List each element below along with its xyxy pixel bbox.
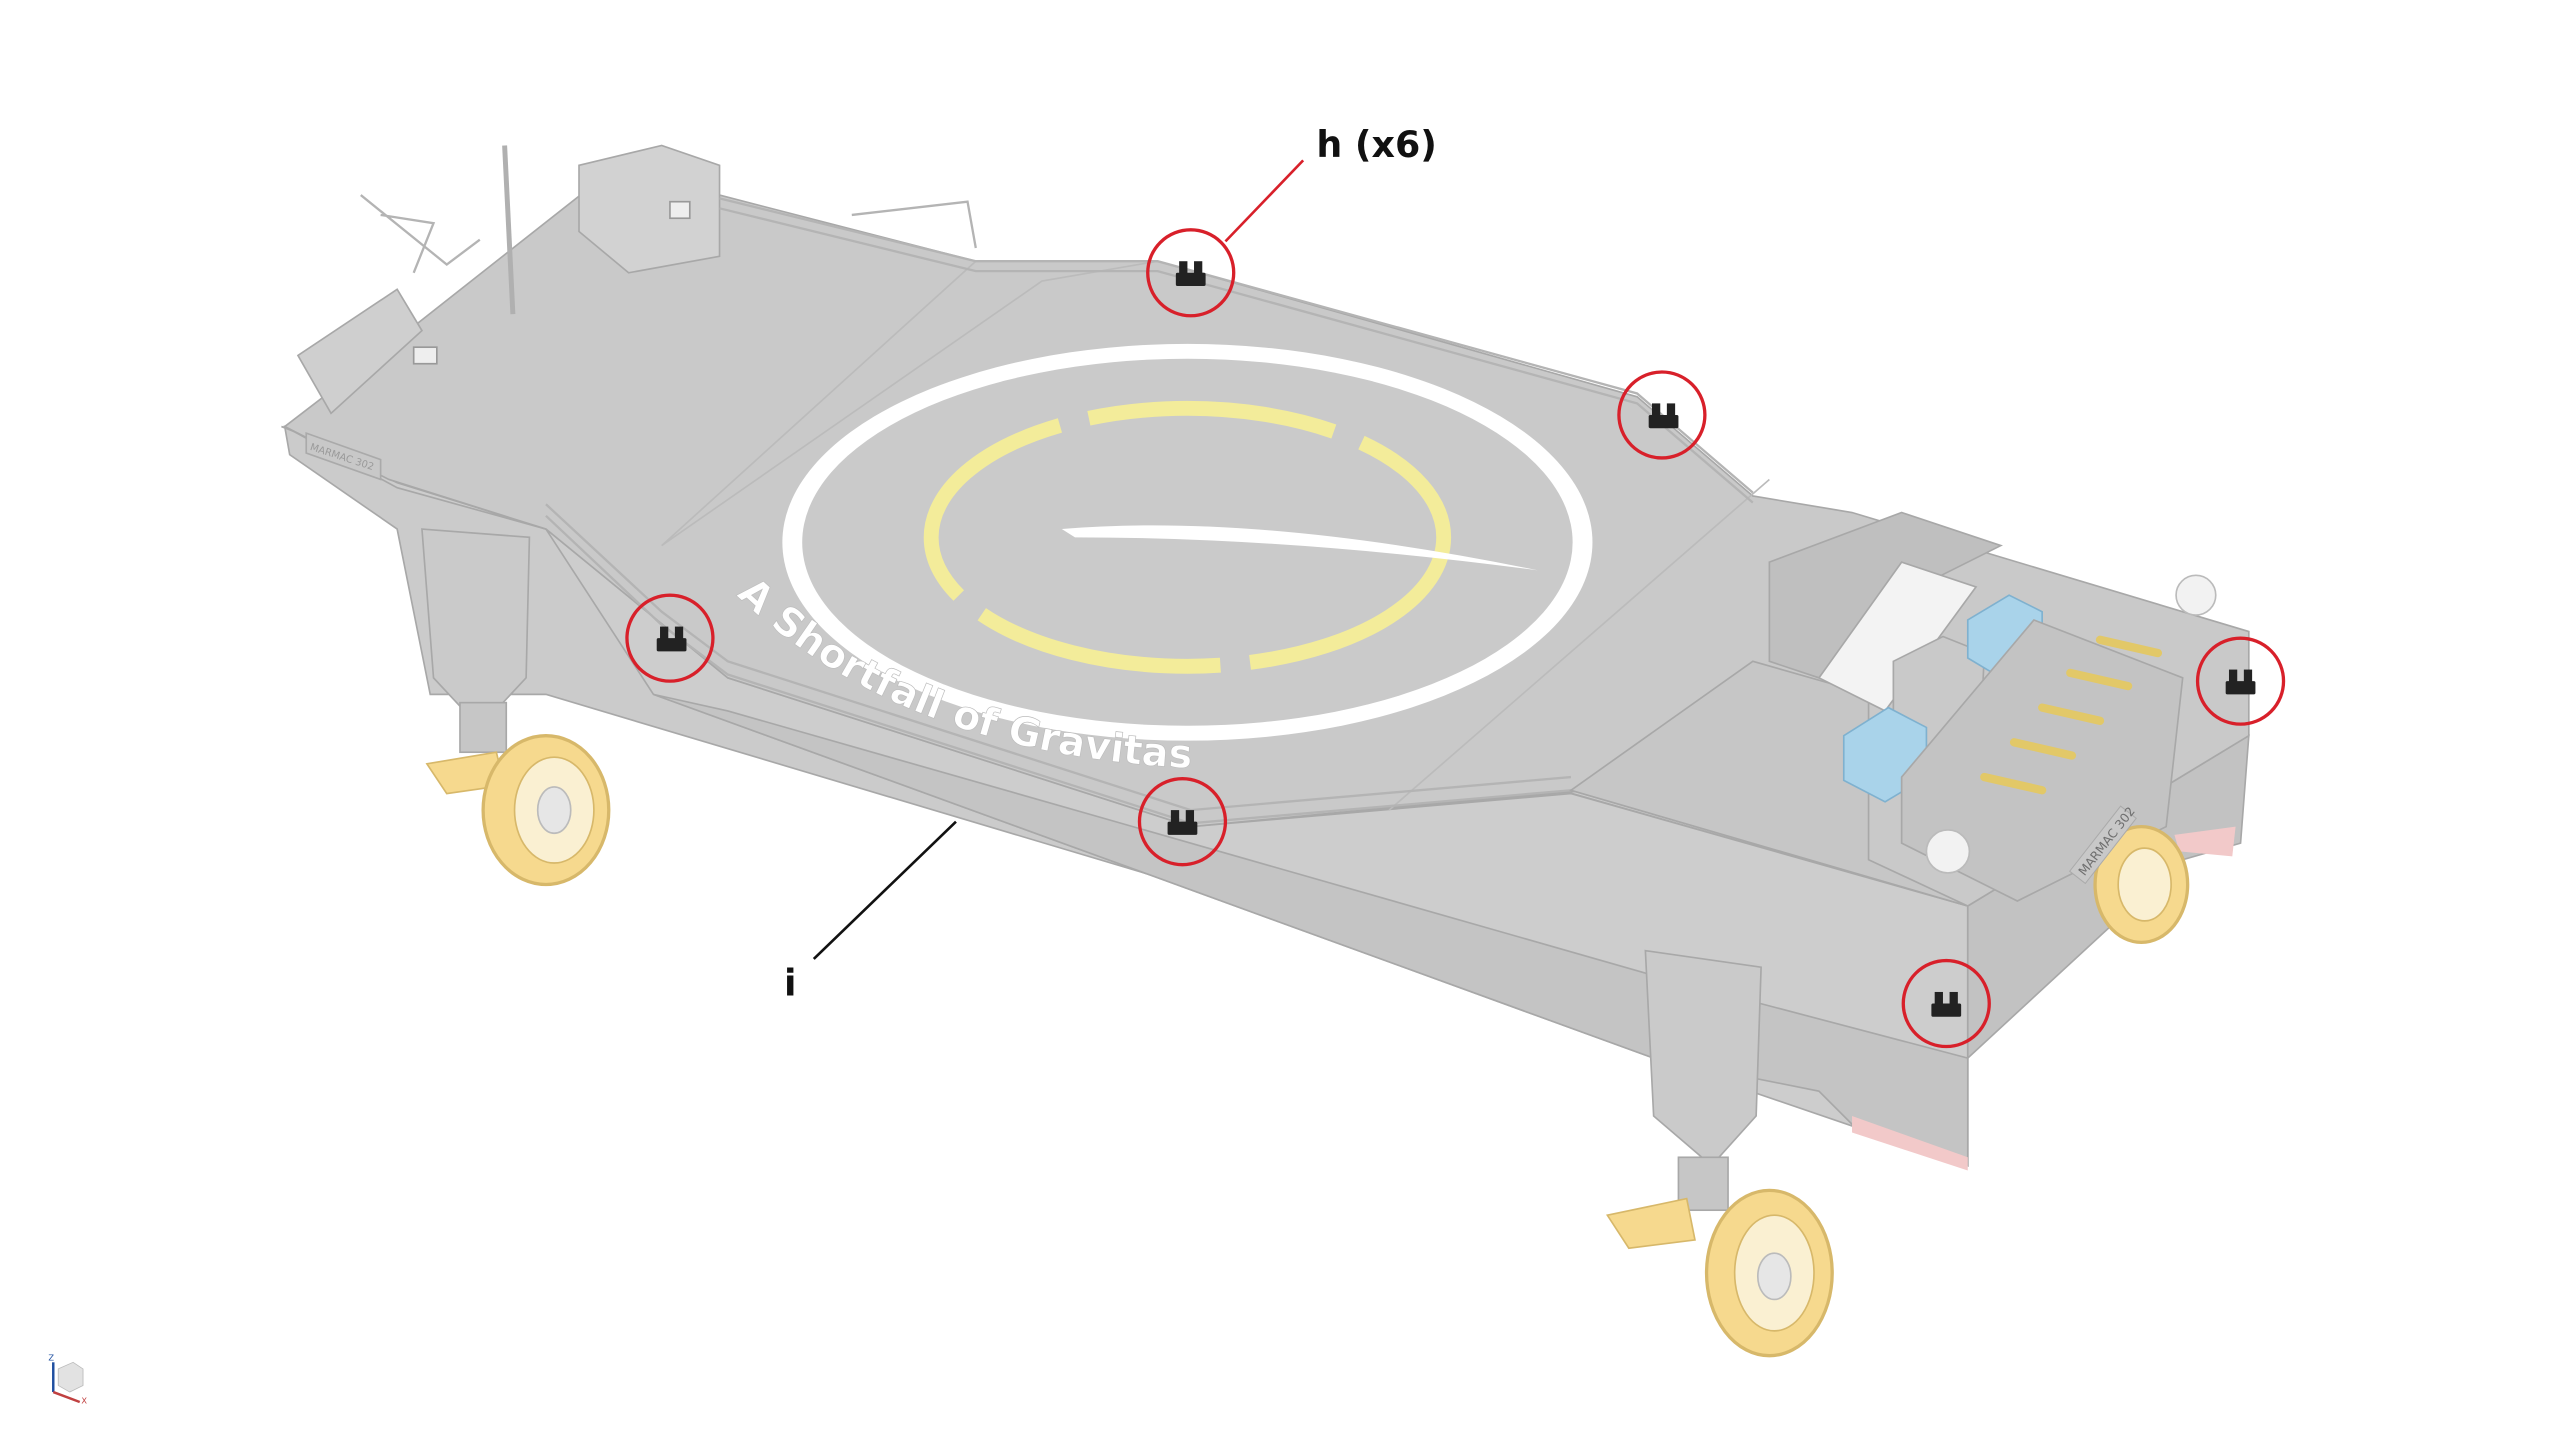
highlight-circle-3 bbox=[625, 593, 715, 683]
bollard-1 bbox=[1175, 261, 1206, 287]
radome-2 bbox=[1925, 829, 1971, 874]
x-axis-arrow bbox=[52, 1390, 81, 1404]
highlight-circle-1 bbox=[1146, 228, 1236, 318]
storage-racks bbox=[1817, 561, 1978, 712]
bollard-highlights bbox=[625, 228, 2286, 1049]
thruster-stern bbox=[2093, 824, 2190, 945]
view-orientation-triad[interactable]: Z X bbox=[48, 1353, 87, 1406]
bollard-6 bbox=[1931, 991, 1962, 1017]
landing-pad: A Shortfall of Gravitas bbox=[729, 343, 1593, 778]
landing-target-ring bbox=[923, 400, 1452, 674]
bollard-5 bbox=[2225, 669, 2256, 695]
view-cube-icon bbox=[57, 1361, 84, 1393]
h-leader-line bbox=[1224, 159, 1305, 243]
highlight-circle-6 bbox=[1901, 958, 1991, 1049]
bollard-4 bbox=[1167, 810, 1198, 835]
thruster-starboard-bow bbox=[1605, 949, 1834, 1358]
thruster-port-bow bbox=[421, 528, 611, 887]
stern-waterline-marking bbox=[1852, 1115, 1968, 1171]
i-leader-line bbox=[812, 820, 957, 960]
z-axis-label: Z bbox=[48, 1353, 54, 1363]
bollards bbox=[656, 261, 2256, 1017]
h-callout-label: h (x6) bbox=[1316, 123, 1437, 166]
highlight-circle-4 bbox=[1137, 777, 1228, 867]
landing-logo-swoosh bbox=[1061, 525, 1538, 571]
i-callout-label: i bbox=[784, 961, 796, 1004]
x-axis-label: X bbox=[81, 1396, 87, 1406]
highlight-circle-2 bbox=[1617, 370, 1707, 460]
radome-1 bbox=[2175, 574, 2217, 616]
bollard-2 bbox=[1648, 403, 1679, 429]
deck-panel-seam-2 bbox=[1388, 478, 1770, 811]
stern-waterline-marking-2 bbox=[2174, 826, 2236, 857]
highlight-circle-5 bbox=[2195, 636, 2286, 726]
marmac-nameplate-port bbox=[305, 431, 382, 481]
bollard-3 bbox=[656, 626, 687, 652]
